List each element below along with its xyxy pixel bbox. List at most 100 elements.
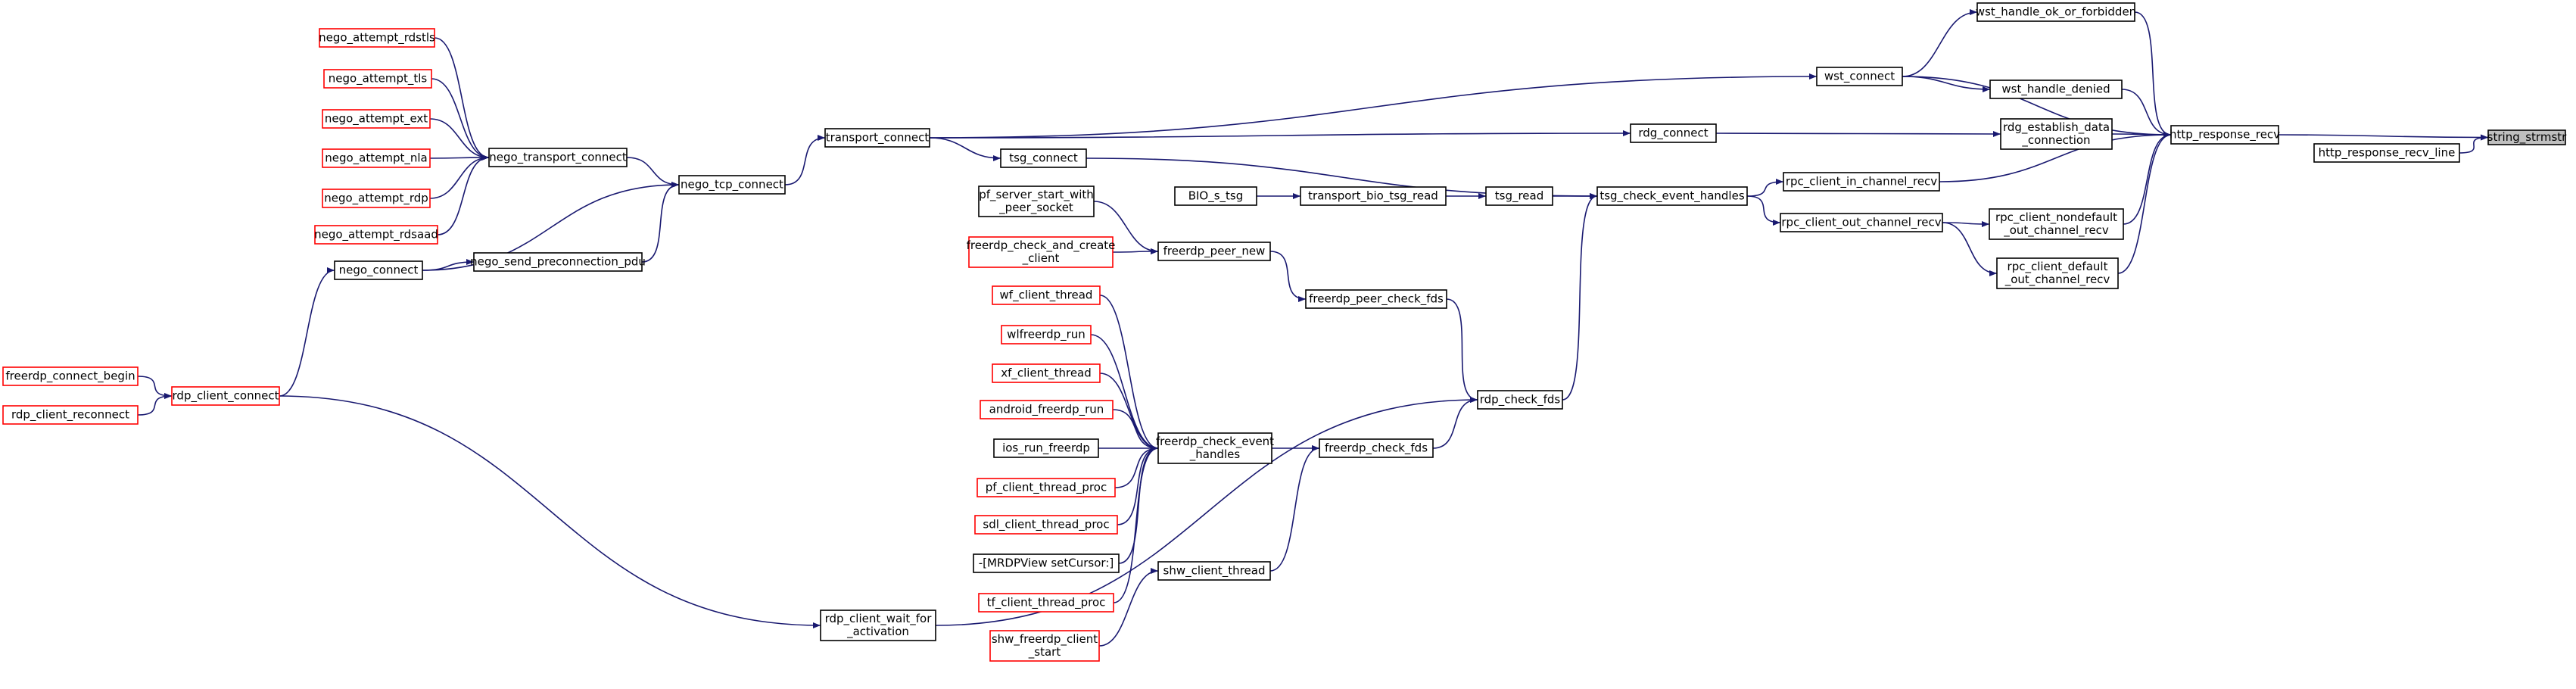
node-label: freerdp_peer_new <box>1163 245 1266 259</box>
node-transport_connect[interactable]: transport_connect <box>824 128 930 148</box>
edge-freerdp_check_and_create_client-to-freerdp_peer_new <box>1112 248 1159 255</box>
node-nego_tcp_connect[interactable]: nego_tcp_connect <box>678 175 786 195</box>
node-transport_bio_tsg_read[interactable]: transport_bio_tsg_read <box>1300 186 1447 206</box>
node-box <box>2170 125 2279 145</box>
node-rpc_client_in_channel_recv[interactable]: rpc_client_in_channel_recv <box>1783 172 1940 192</box>
node-rdp_check_fds[interactable]: rdp_check_fds <box>1477 390 1563 410</box>
node-rpc_client_nondefault_out_channel_recv[interactable]: rpc_client_nondefault_out_channel_recv <box>1989 208 2124 240</box>
edge-rpc_client_out_channel_recv-to-rpc_client_nondefault_out_channel_recv <box>1942 220 1990 227</box>
node-nego_send_preconnection_pdu[interactable]: nego_send_preconnection_pdu <box>470 252 646 272</box>
node-label: _out_channel_recv <box>2003 223 2109 238</box>
node-nego_attempt_nla[interactable]: nego_attempt_nla <box>322 148 431 168</box>
node-rdg_establish_data_connection[interactable]: rdg_establish_data_connection <box>2000 118 2113 150</box>
node-label: _peer_socket <box>998 201 1073 215</box>
node-pf_server_start_with_peer_socket[interactable]: pf_server_start_with_peer_socket <box>978 186 1095 217</box>
node-http_response_recv[interactable]: http_response_recv <box>2170 125 2280 145</box>
node-label: sdl_client_thread_proc <box>983 518 1109 532</box>
node-rdg_connect[interactable]: rdg_connect <box>1630 123 1717 143</box>
node-freerdp_check_event_handles[interactable]: freerdp_check_event_handles <box>1156 432 1274 464</box>
node-wst_connect[interactable]: wst_connect <box>1816 67 1903 86</box>
node-box <box>1319 438 1434 458</box>
node-http_response_recv_line[interactable]: http_response_recv_line <box>2313 143 2460 163</box>
node-label: rdp_client_wait_for <box>825 612 933 626</box>
node-box <box>488 148 628 167</box>
node-tsg_connect[interactable]: tsg_connect <box>1000 148 1087 168</box>
node-box <box>2 366 139 386</box>
edge-pf_server_start_with_peer_socket-to-freerdp_peer_new <box>1093 201 1159 254</box>
node-freerdp_check_and_create_client[interactable]: freerdp_check_and_create_client <box>967 236 1116 268</box>
node-ios_run_freerdp[interactable]: ios_run_freerdp <box>993 438 1099 458</box>
edge-http_response_recv-to-string_strmstr <box>2278 134 2489 141</box>
node-rdp_client_connect[interactable]: rdp_client_connect <box>171 386 280 406</box>
node-rpc_client_default_out_channel_recv[interactable]: rpc_client_default_out_channel_recv <box>1996 257 2119 289</box>
node-string_strmstr[interactable]: string_strmstr <box>2487 129 2567 145</box>
node-wst_handle_denied[interactable]: wst_handle_denied <box>1989 80 2123 99</box>
edge-transport_connect-to-rdg_connect <box>929 130 1631 139</box>
node-nego_attempt_ext[interactable]: nego_attempt_ext <box>322 109 431 129</box>
edge-pf_client_thread_proc-to-freerdp_check_event_handles <box>1114 445 1159 488</box>
node-xf_client_thread[interactable]: xf_client_thread <box>992 363 1101 383</box>
node-nego_attempt_rdp[interactable]: nego_attempt_rdp <box>322 189 431 208</box>
edge-freerdp_check_fds-to-rdp_check_fds <box>1432 397 1478 449</box>
node-box <box>1783 172 1940 192</box>
edge-rpc_client_in_channel_recv-to-http_response_recv <box>1939 132 2172 182</box>
node-nego_attempt_tls[interactable]: nego_attempt_tls <box>323 69 432 89</box>
node-box <box>1477 390 1563 410</box>
node-rdp_client_reconnect[interactable]: rdp_client_reconnect <box>2 405 139 425</box>
node-label: rdp_client_reconnect <box>11 408 129 422</box>
node-box <box>1300 186 1447 206</box>
node-box <box>322 189 431 208</box>
node-sdl_client_thread_proc[interactable]: sdl_client_thread_proc <box>974 515 1118 535</box>
node-label: _connection <box>2021 133 2090 148</box>
node-box <box>314 225 438 245</box>
edge-rdp_check_fds-to-tsg_check_event_handles <box>1562 193 1598 401</box>
node-tf_client_thread_proc[interactable]: tf_client_thread_proc <box>978 593 1114 613</box>
edge-wlfreerdp_run-to-freerdp_check_event_handles <box>1090 334 1159 451</box>
node-rpc_client_out_channel_recv[interactable]: rpc_client_out_channel_recv <box>1780 213 1943 232</box>
node-label: wst_connect <box>1824 70 1895 84</box>
node-box <box>973 553 1120 573</box>
node-box <box>1305 289 1447 309</box>
edge-transport_connect-to-wst_connect <box>929 73 1818 139</box>
node-nego_connect[interactable]: nego_connect <box>334 260 423 280</box>
node-MRDPView_setCursor[interactable]: -[MRDPView setCursor:] <box>973 553 1120 573</box>
node-box <box>1596 186 1748 206</box>
node-box <box>978 186 1095 217</box>
node-nego_transport_connect[interactable]: nego_transport_connect <box>488 148 628 167</box>
node-label: freerdp_check_event <box>1156 435 1274 449</box>
node-box <box>980 400 1114 419</box>
node-box <box>974 515 1118 535</box>
node-shw_client_thread[interactable]: shw_client_thread <box>1157 561 1271 581</box>
node-shw_freerdp_client_start[interactable]: shw_freerdp_client_start <box>989 630 1100 662</box>
node-label: rpc_client_nondefault <box>1995 210 2117 225</box>
edge-freerdp_connect_begin-to-rdp_client_connect <box>137 376 173 399</box>
node-label: tsg_connect <box>1009 151 1078 166</box>
node-label: rdp_check_fds <box>1480 393 1561 407</box>
node-label: _handles <box>1189 447 1241 462</box>
node-box <box>2313 143 2460 163</box>
node-label: _activation <box>846 625 909 639</box>
node-box <box>1157 432 1272 464</box>
node-wst_handle_ok_or_forbidden[interactable]: wst_handle_ok_or_forbidden <box>1976 2 2136 22</box>
node-freerdp_peer_check_fds[interactable]: freerdp_peer_check_fds <box>1305 289 1447 309</box>
node-wf_client_thread[interactable]: wf_client_thread <box>992 285 1101 305</box>
node-wlfreerdp_run[interactable]: wlfreerdp_run <box>1001 325 1092 344</box>
node-android_freerdp_run[interactable]: android_freerdp_run <box>980 400 1114 419</box>
node-label: -[MRDPView setCursor:] <box>979 556 1114 570</box>
node-nego_attempt_rdstls[interactable]: nego_attempt_rdstls <box>319 28 435 48</box>
node-pf_client_thread_proc[interactable]: pf_client_thread_proc <box>977 478 1116 497</box>
node-tsg_read[interactable]: tsg_read <box>1485 186 1553 206</box>
node-box <box>820 610 936 641</box>
node-label: _out_channel_recv <box>2004 273 2110 287</box>
node-nego_attempt_rdsaad[interactable]: nego_attempt_rdsaad <box>314 225 438 245</box>
node-freerdp_peer_new[interactable]: freerdp_peer_new <box>1157 242 1271 261</box>
node-box <box>322 148 431 168</box>
node-BIO_s_tsg[interactable]: BIO_s_tsg <box>1174 186 1257 206</box>
node-freerdp_connect_begin[interactable]: freerdp_connect_begin <box>2 366 139 386</box>
node-box <box>2 405 139 425</box>
node-rdp_client_wait_for_activation[interactable]: rdp_client_wait_for_activation <box>820 610 936 641</box>
node-box <box>824 128 930 148</box>
node-tsg_check_event_handles[interactable]: tsg_check_event_handles <box>1596 186 1748 206</box>
node-freerdp_check_fds[interactable]: freerdp_check_fds <box>1319 438 1434 458</box>
node-label: nego_connect <box>339 263 419 278</box>
